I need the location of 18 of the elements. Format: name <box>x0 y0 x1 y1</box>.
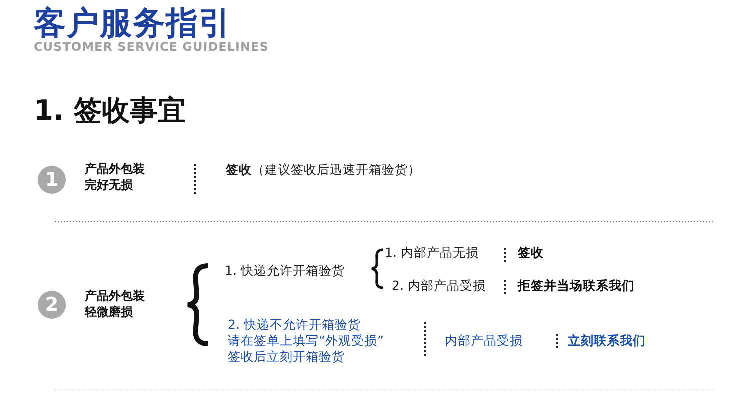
instruction-text: 签收后立刻开箱验货 <box>228 349 345 365</box>
instruction-text: 签收（建议签收后迅速开箱验货） <box>226 162 421 179</box>
step-number: 1 <box>38 166 66 194</box>
section-heading: 1. 签收事宜 <box>34 93 186 129</box>
case-text: 1. 内部产品无损 <box>385 245 479 262</box>
condition-text: 产品外包装完好无损 <box>85 161 146 193</box>
case-text: 2. 内部产品受损 <box>392 278 486 295</box>
action-text: 签收 <box>518 245 544 262</box>
instruction-text: 请在签单上填写“外观受损” <box>228 333 384 349</box>
condition-text: 产品外包装轻微磨损 <box>85 288 146 320</box>
step-number: 2 <box>38 291 66 319</box>
action-text: 立刻联系我们 <box>568 333 646 350</box>
case-text: 内部产品受损 <box>445 333 523 349</box>
case-text: 2. 快递不允许开箱验货 <box>228 317 361 333</box>
subtitle: CUSTOMER SERVICE GUIDELINES <box>34 40 269 54</box>
action-text: 拒签并当场联系我们 <box>518 278 635 295</box>
page-title: 客户服务指引 <box>34 3 232 42</box>
case-text: 1. 快递允许开箱验货 <box>225 263 345 280</box>
